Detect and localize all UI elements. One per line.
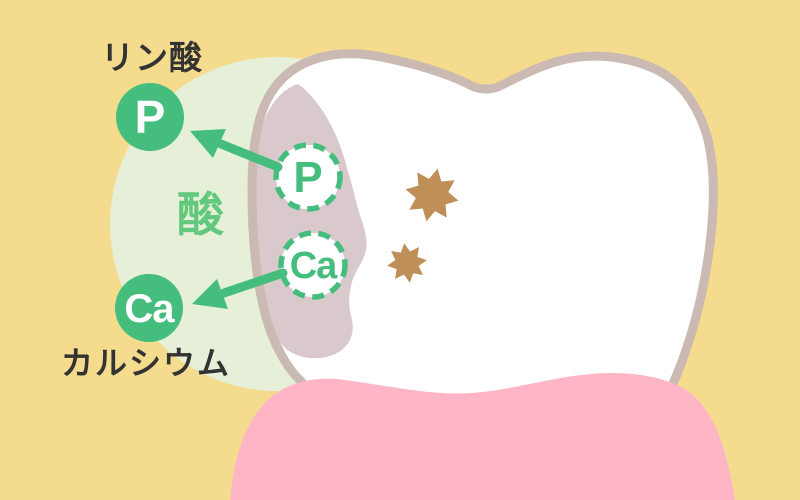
arrow-head-icon: [192, 279, 228, 309]
calcium-symbol-solid: Ca: [124, 287, 175, 331]
acid-label: 酸: [177, 188, 225, 241]
phosphorus-release-arrow: [190, 129, 283, 172]
calcium-release-arrow: [192, 268, 288, 309]
tooth: [247, 49, 718, 446]
phosphorus-symbol-dashed: P: [293, 153, 322, 202]
phosphorus-solid-circle: [116, 83, 184, 151]
calcium-dashed-circle: [278, 230, 348, 300]
demineralized-area: [254, 84, 367, 359]
calcium-label: カルシウム: [61, 345, 231, 381]
phosphorus-ion-in-tooth: P: [273, 142, 343, 212]
calcium-solid-circle: [115, 274, 183, 342]
arrow-shaft: [216, 139, 283, 172]
plaque-star-icon-large: [405, 168, 459, 222]
calcium-symbol-dashed: Ca: [290, 245, 338, 287]
tooth-enamel: [252, 53, 714, 446]
phosphorus-ion-released: P: [116, 83, 184, 151]
calcium-ion-in-tooth: Ca: [278, 230, 348, 300]
phosphorus-symbol-solid: P: [135, 91, 166, 143]
gum: [230, 373, 735, 500]
arrow-shaft: [219, 268, 288, 298]
phosphoric-acid-label: リン酸: [101, 39, 203, 76]
calcium-ion-released: Ca: [115, 274, 183, 342]
phosphorus-dashed-circle: [273, 142, 343, 212]
arrow-head-icon: [190, 129, 226, 158]
plaque-star-icon-small: [387, 243, 427, 283]
tooth-outline: [247, 49, 718, 393]
